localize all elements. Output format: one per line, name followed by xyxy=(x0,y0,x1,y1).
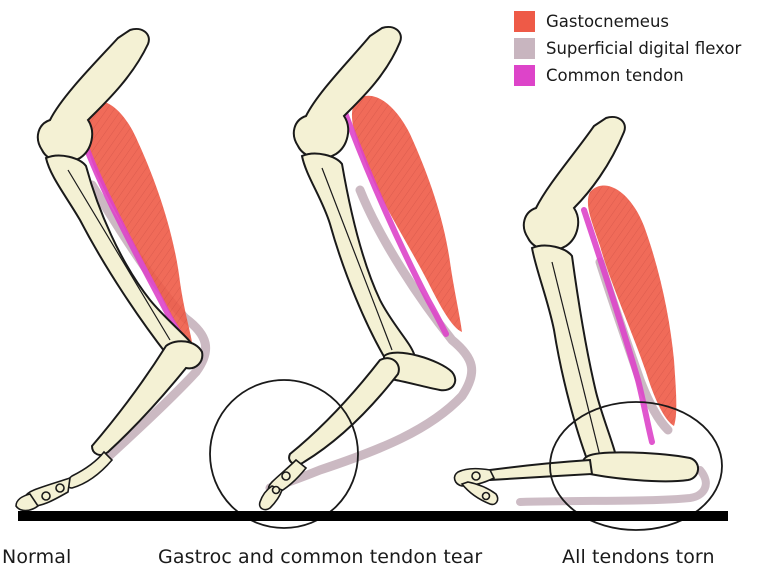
gastrocnemius-torn xyxy=(588,185,676,426)
phalanges-gastroc xyxy=(260,460,306,510)
legend-label: Gastocnemeus xyxy=(546,12,669,31)
cannon-torn xyxy=(582,452,698,481)
caption-all-torn: All tendons torn xyxy=(562,546,715,568)
legend-swatch xyxy=(514,38,535,59)
highlight-circle-gastroc xyxy=(210,380,358,528)
legend: Gastocnemeus Superficial digital flexor … xyxy=(514,8,741,89)
ground-line xyxy=(18,511,728,521)
legend-item-superficial-digital-flexor: Superficial digital flexor xyxy=(514,35,741,62)
leg-gastroc-tear xyxy=(210,27,472,528)
legend-label: Superficial digital flexor xyxy=(546,39,741,58)
phalanges-normal xyxy=(16,452,112,511)
legend-item-common-tendon: Common tendon xyxy=(514,62,741,89)
leg-normal xyxy=(16,29,206,511)
cannon-normal xyxy=(92,341,202,455)
legend-swatch xyxy=(514,65,535,86)
phalanges-torn xyxy=(455,469,498,505)
caption-normal: Normal xyxy=(2,546,71,568)
metatarsal-torn xyxy=(484,460,592,480)
legend-item-gastrocnemius: Gastocnemeus xyxy=(514,8,741,35)
leg-all-torn xyxy=(455,117,722,530)
legend-swatch xyxy=(514,11,535,32)
caption-gastroc-tear: Gastroc and common tendon tear xyxy=(158,546,482,568)
legend-label: Common tendon xyxy=(546,66,684,85)
